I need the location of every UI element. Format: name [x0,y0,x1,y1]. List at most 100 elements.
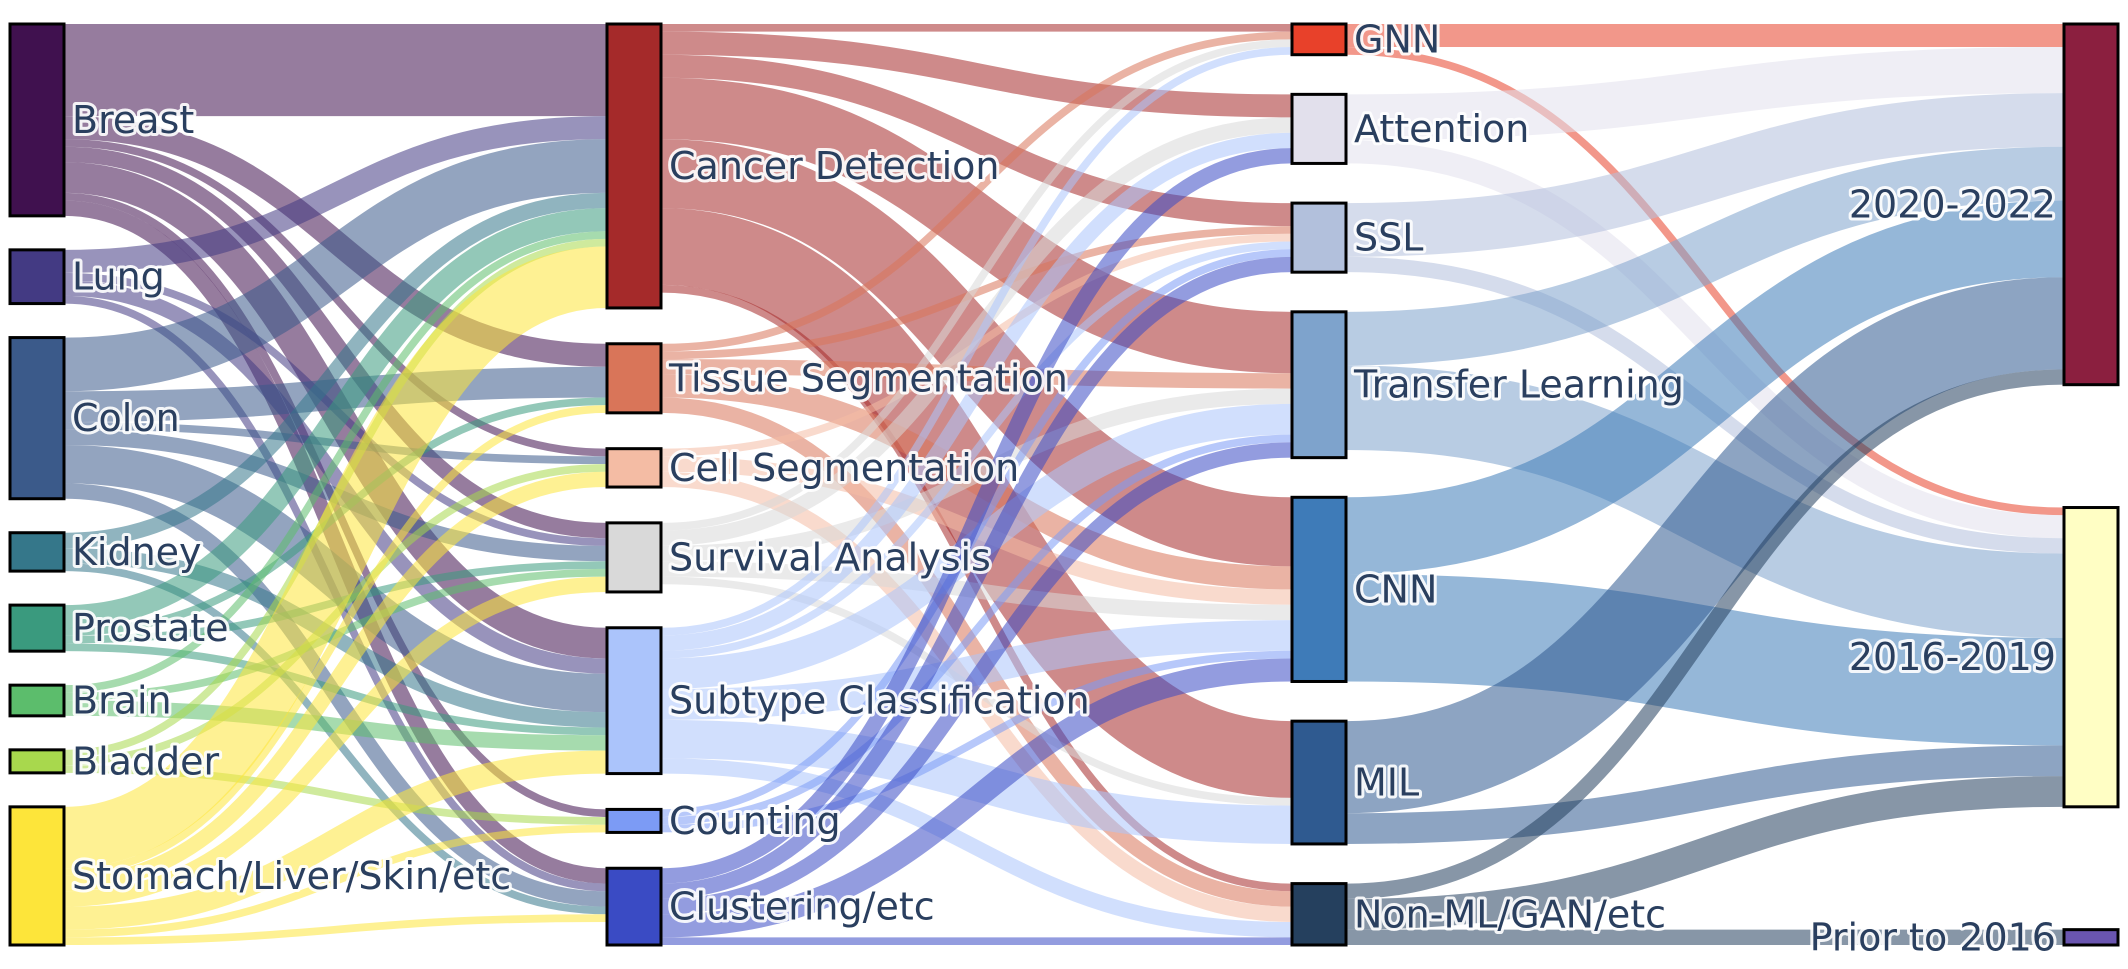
node-label-halo-gnn: GNN [1354,17,1440,61]
link-subtype-to-gnn [660,47,1293,636]
node-label-brain: Brain [72,678,172,722]
node-gnn [1290,22,1348,57]
link-attention-to-y2020 [1345,47,2065,141]
link-colon-to-cell_seg [63,421,608,465]
link-stomach-to-counting [63,824,608,938]
node-label-halo-breast: Breast [72,98,194,142]
link-counting-to-transfer [660,434,1293,825]
node-label-halo-cell_seg: Cell Segmentation [669,446,1019,490]
node-label-halo-prostate: Prostate [72,606,229,650]
link-cell_seg-to-nonml [660,471,1293,922]
node-prostate [8,603,66,653]
node-label-lung: Lung [72,255,165,299]
node-label-halo-colon: Colon [72,396,180,440]
link-cnn-to-y2020 [1345,200,2065,575]
node-label-ssl: SSL [1354,216,1423,260]
node-survival [605,521,663,594]
node-label-halo-cnn: CNN [1354,567,1437,611]
node-label-halo-ssl: SSL [1354,216,1423,260]
node-label-prostate: Prostate [72,606,229,650]
node-label-halo-y2016: 2016-2019 [1849,635,2056,679]
node-label-halo-bladder: Bladder [72,739,220,783]
node-label-kidney: Kidney [72,530,202,574]
node-label-y2020: 2020-2022 [1849,182,2056,226]
node-label-cell_seg: Cell Segmentation [669,446,1019,490]
node-label-halo-lung: Lung [72,255,165,299]
node-label-counting: Counting [669,799,841,843]
node-label-halo-attention: Attention [1354,107,1529,151]
link-cancer_detection-to-attention [660,31,1293,118]
sankey-nodes [8,22,2120,947]
sankey-links [62,23,2065,946]
link-clustering-to-attention [660,148,1293,884]
node-nonml [1290,882,1348,947]
node-label-halo-transfer: Transfer Learning [1353,363,1684,407]
link-clustering-to-transfer [660,442,1293,915]
node-attention [1290,92,1348,165]
node-tissue_seg [605,342,663,415]
node-label-clustering: Clustering/etc [669,885,935,929]
node-stomach [8,805,66,947]
node-label-subtype: Subtype Classification [669,679,1090,723]
node-label-survival: Survival Analysis [669,535,991,579]
link-tissue_seg-to-nonml [660,397,1293,907]
node-label-bladder: Bladder [72,739,220,783]
node-breast [8,22,66,218]
link-mil-to-y2020 [1345,277,2065,814]
link-cancer_detection-to-ssl [660,54,1293,227]
node-label-halo-subtype: Subtype Classification [669,679,1090,723]
link-colon-to-tissue_seg [63,366,608,422]
node-label-cnn: CNN [1354,567,1437,611]
node-kidney [8,531,66,573]
node-label-halo-nonml: Non-ML/GAN/etc [1354,892,1666,936]
node-label-tissue_seg: Tissue Segmentation [668,356,1068,400]
node-label-prior2016: Prior to 2016 [1810,915,2056,959]
node-label-y2016: 2016-2019 [1849,635,2056,679]
link-ssl-to-y2020 [1345,93,2065,257]
link-lung-to-subtype [63,280,608,674]
node-brain [8,683,66,718]
node-label-halo-mil: MIL [1354,761,1419,805]
node-label-halo-survival: Survival Analysis [669,535,991,579]
node-label-halo-counting: Counting [669,799,841,843]
node-label-stomach: Stomach/Liver/Skin/etc [72,854,511,898]
node-transfer [1290,310,1348,460]
node-label-transfer: Transfer Learning [1353,363,1684,407]
node-subtype [605,626,663,776]
link-subtype-to-mil [660,719,1293,844]
link-brain-to-cancer_detection [63,231,608,693]
node-cnn [1290,495,1348,683]
node-label-gnn: GNN [1354,17,1440,61]
node-ssl [1290,201,1348,274]
link-colon-to-cancer_detection [63,139,608,392]
link-stomach-to-cell_seg [63,471,608,892]
node-colon [8,336,66,501]
node-bladder [8,748,66,775]
node-lung [8,248,66,306]
node-label-mil: MIL [1354,761,1419,805]
link-kidney-to-cancer_detection [63,192,608,549]
node-label-halo-clustering: Clustering/etc [669,885,935,929]
node-counting [605,807,663,834]
node-label-attention: Attention [1354,107,1529,151]
node-label-nonml: Non-ML/GAN/etc [1354,892,1666,936]
link-tissue_seg-to-gnn [660,31,1293,352]
link-brain-to-subtype [63,700,608,751]
link-stomach-to-clustering [63,914,608,946]
link-subtype-to-nonml [660,758,1293,938]
link-subtype-to-transfer [660,403,1293,690]
node-label-halo-y2020: 2020-2022 [1849,182,2056,226]
link-cancer_detection-to-cnn [660,139,1293,567]
node-label-cancer_detection: Cancer Detection [669,144,999,188]
sankey-labels: BreastBreastLungLungColonColonKidneyKidn… [69,14,2059,962]
node-cancer_detection [605,22,663,310]
link-subtype-to-attention [660,132,1293,651]
link-cnn-to-y2016 [1345,574,2065,746]
link-stomach-to-survival [63,576,608,907]
node-label-colon: Colon [72,396,180,440]
link-nonml-to-y2020 [1345,369,2065,899]
link-survival-to-attention [660,117,1293,546]
node-y2020 [2062,22,2120,387]
node-prior2016 [2062,928,2120,947]
